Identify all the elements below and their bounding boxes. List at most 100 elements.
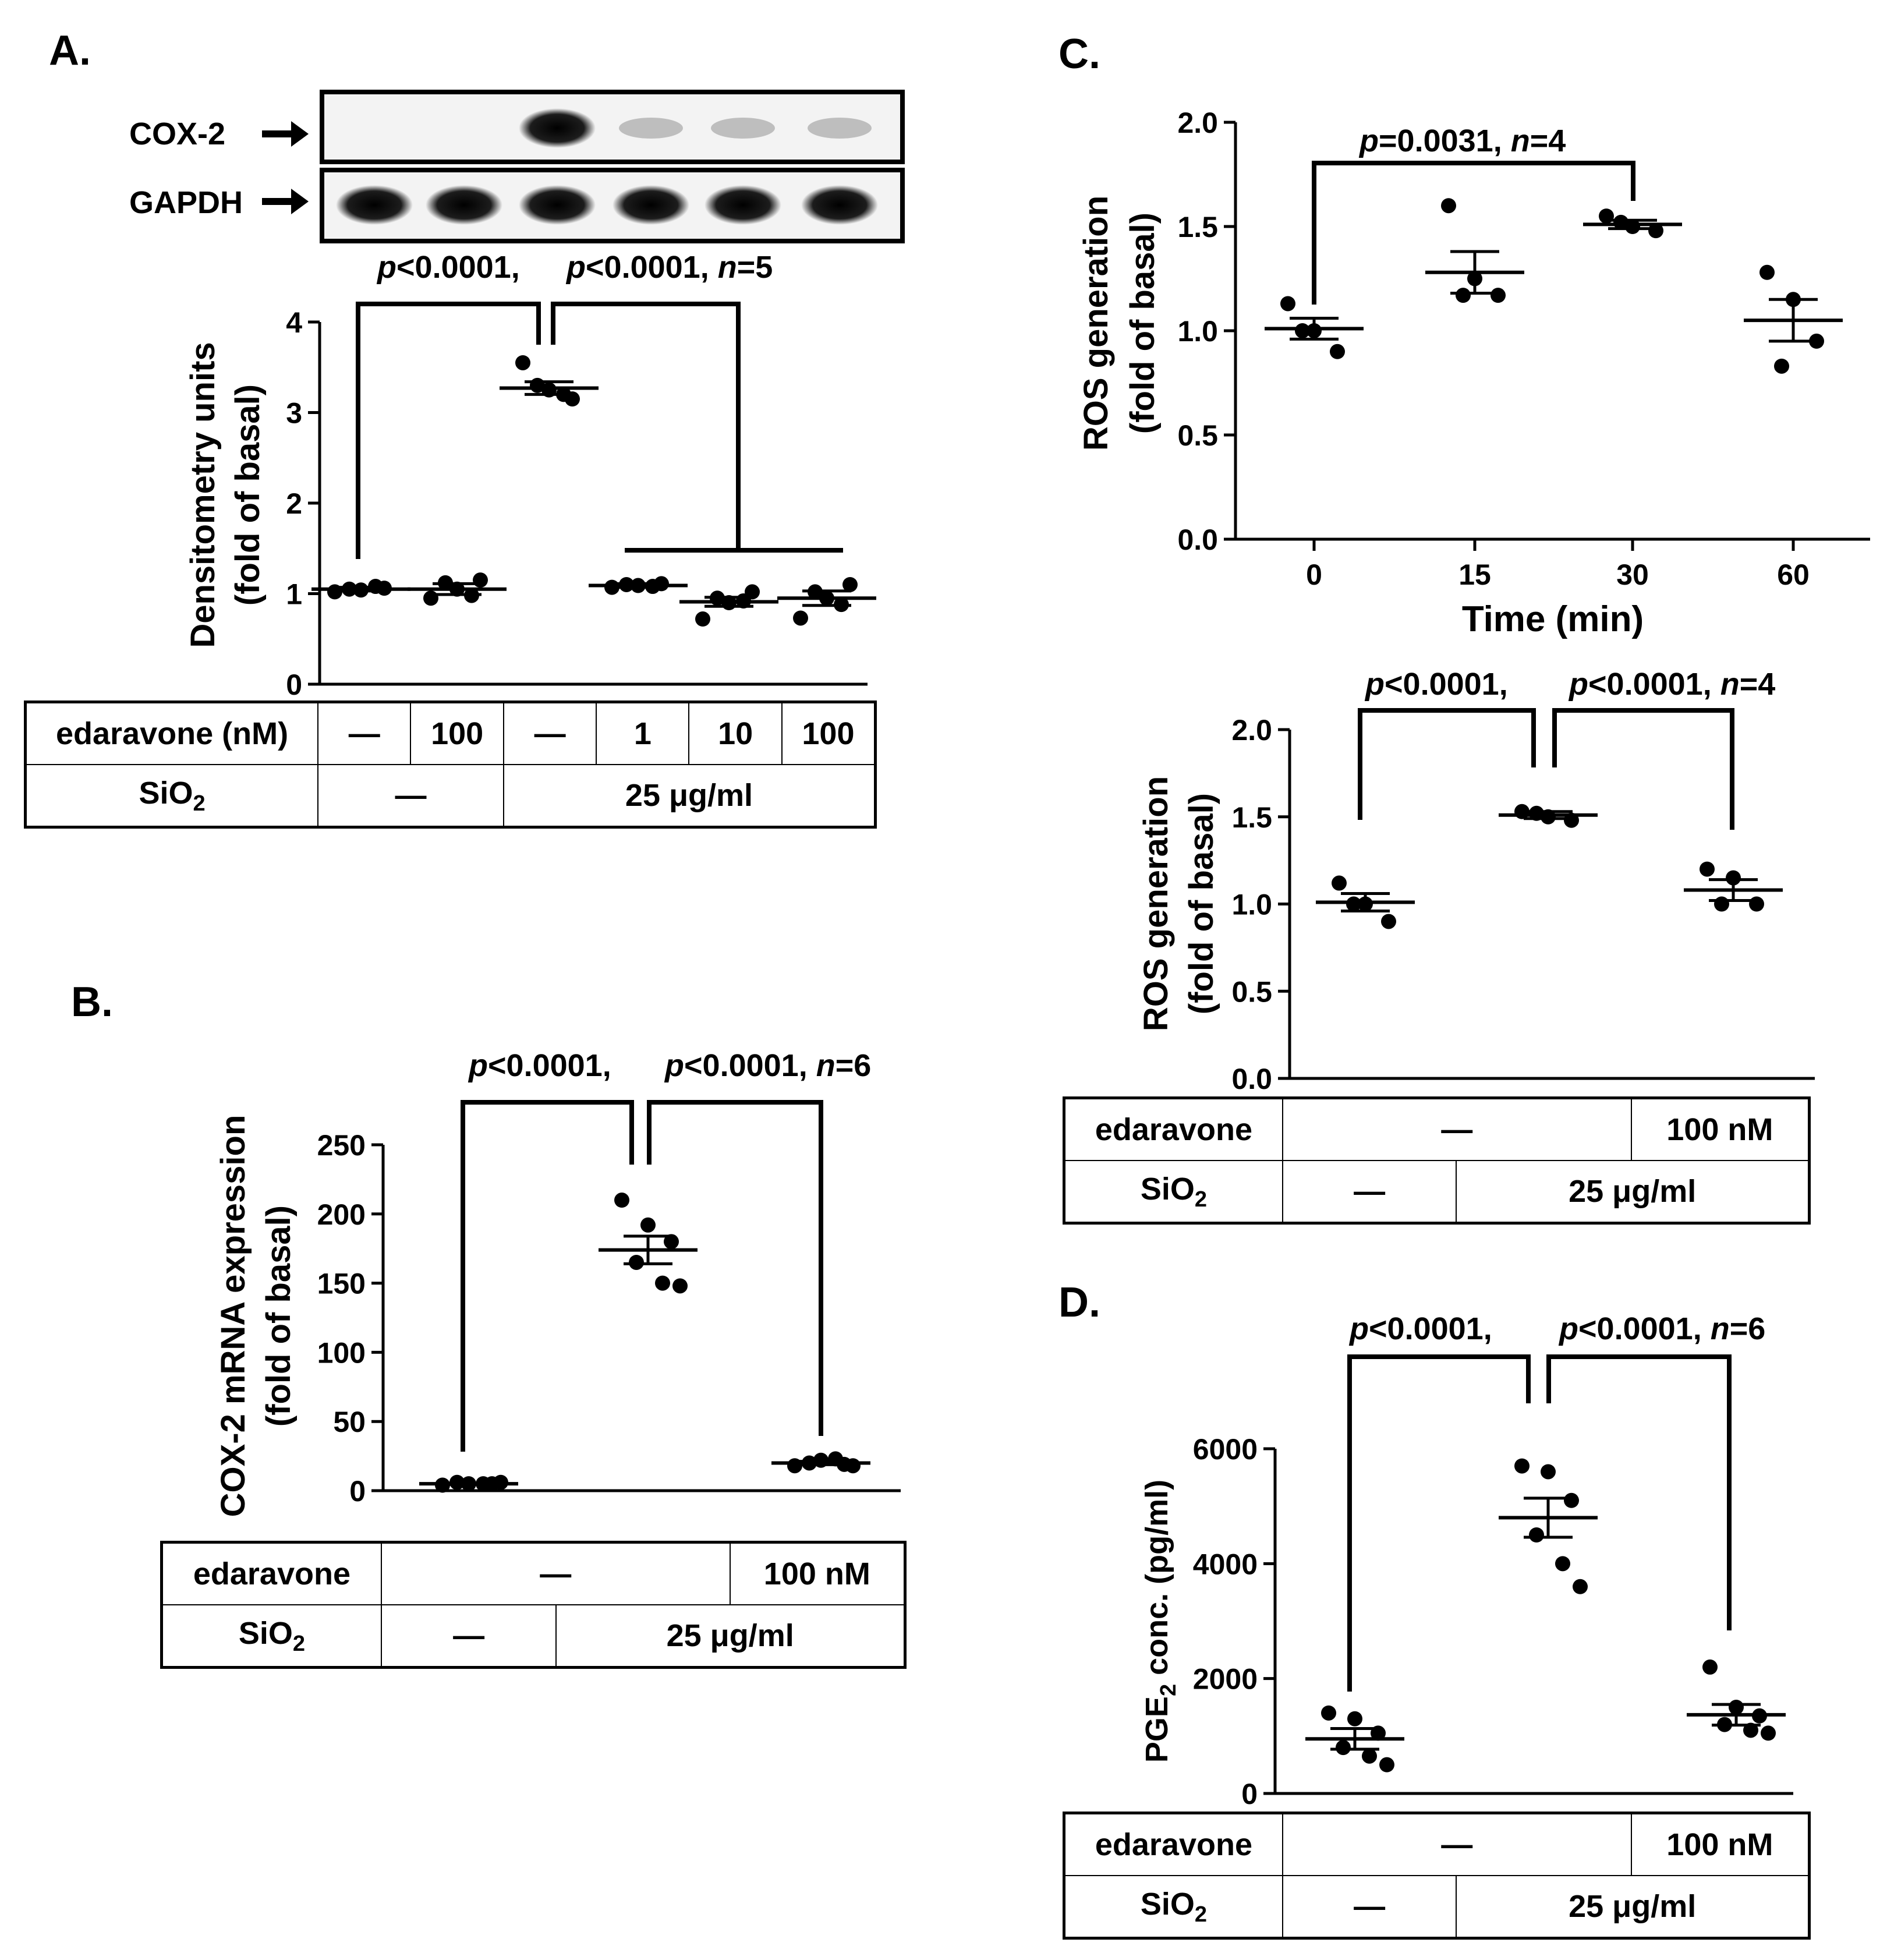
data-point <box>787 1458 802 1474</box>
x-tick-label: 15 <box>1458 558 1491 591</box>
data-point <box>1774 358 1789 374</box>
bracket-left <box>461 1100 634 1452</box>
table-c-row1-cell: 100 nM <box>1630 1097 1810 1161</box>
cox2-band <box>519 108 596 148</box>
bracket <box>1312 161 1635 305</box>
n-value: =6 <box>835 1048 872 1083</box>
data-point <box>614 1193 629 1208</box>
y-tick-label: 100 <box>317 1336 366 1369</box>
n-value: =6 <box>1730 1311 1766 1346</box>
y-tick-label: 0.5 <box>1231 975 1272 1008</box>
y-tick-label: 0.5 <box>1177 419 1218 452</box>
data-group <box>1684 861 1783 912</box>
data-group <box>1316 875 1415 929</box>
data-point <box>449 581 465 597</box>
y-tick-label: 150 <box>317 1268 366 1300</box>
y-axis-label: Densitometry units <box>184 342 222 648</box>
p-value: <0.0001, <box>1385 667 1508 702</box>
data-point <box>1786 292 1801 307</box>
data-point <box>1346 896 1361 912</box>
p-value-annotation: p<0.0001, n=5 <box>565 250 773 285</box>
y-axis-label-secondary: (fold of basal) <box>1183 793 1220 1014</box>
data-point <box>1347 1711 1362 1727</box>
data-point <box>845 1458 861 1474</box>
p-value-annotation: p<0.0001, <box>1348 1311 1492 1346</box>
table-a-row2-cell: — <box>317 764 504 828</box>
data-point <box>1564 812 1579 828</box>
table-a-row1-cell: — <box>317 701 412 765</box>
table-a-row1-cell: 1 <box>596 701 690 765</box>
p-symbol: p <box>1358 123 1379 158</box>
data-point <box>1330 344 1345 359</box>
table-d-row2-cell: 25 μg/ml <box>1456 1875 1810 1939</box>
cox2-band <box>808 118 872 139</box>
data-point <box>736 593 751 608</box>
x-tick-label: 0 <box>1306 558 1322 591</box>
p-value: <0.0001, <box>488 1048 611 1083</box>
p-value: <0.0001, <box>1578 1311 1711 1346</box>
panel-label-b: B. <box>71 979 113 1025</box>
data-point <box>813 1452 829 1468</box>
y-tick-label: 4000 <box>1193 1548 1258 1580</box>
table-b-row1-label: edaravone <box>161 1541 382 1605</box>
bracket-right <box>1546 1354 1732 1630</box>
p-value-annotation: p<0.0001, n=4 <box>1568 667 1775 702</box>
data-point <box>629 1254 644 1270</box>
y-tick-label: 1.0 <box>1231 889 1272 921</box>
data-group <box>1305 1705 1404 1773</box>
x-tick-label: 30 <box>1616 558 1649 591</box>
gapdh-band <box>704 185 781 225</box>
data-point <box>476 1476 491 1492</box>
data-point <box>1743 1722 1758 1738</box>
data-point <box>530 377 545 393</box>
table-d: edaravone — 100 nM SiO2 — 25 μg/ml <box>1063 1812 1811 1940</box>
data-point <box>721 595 737 611</box>
data-point <box>664 1234 679 1250</box>
data-point <box>710 590 725 606</box>
data-point <box>1726 870 1741 886</box>
table-a-row1-cell: — <box>502 701 597 765</box>
panel-label-c: C. <box>1058 31 1100 77</box>
y-tick-label: 250 <box>317 1129 366 1162</box>
cox2-band <box>711 118 775 139</box>
data-point <box>1599 208 1614 224</box>
x-axis-label: Time (min) <box>1462 599 1644 639</box>
data-point <box>1564 1492 1579 1508</box>
data-group <box>589 576 688 595</box>
data-point <box>640 1217 656 1233</box>
table-d-row1-cell: — <box>1281 1812 1632 1876</box>
p-symbol: p <box>468 1048 488 1083</box>
data-point <box>1491 288 1506 303</box>
data-point <box>1280 296 1295 312</box>
data-group <box>1265 296 1364 359</box>
table-a: edaravone (nM) — 100 — 1 10 100 SiO2 — 2… <box>24 700 877 829</box>
data-point <box>1613 214 1628 230</box>
gapdh-band <box>336 185 413 225</box>
table-b-row2-cell: — <box>380 1604 557 1668</box>
data-point <box>1714 896 1729 912</box>
data-point <box>1441 198 1456 214</box>
y-tick-label: 0.0 <box>1177 523 1218 556</box>
p-value-annotation: p<0.0001, n=6 <box>1558 1311 1765 1346</box>
data-point <box>1529 1527 1544 1542</box>
y-tick-label: 6000 <box>1193 1433 1258 1466</box>
data-point <box>1332 875 1347 891</box>
p-value: =0.0031, <box>1379 123 1511 158</box>
data-point <box>1514 1458 1530 1474</box>
bracket-left <box>356 302 541 559</box>
y-tick-label: 2 <box>286 487 302 520</box>
table-a-row1-cell: 100 <box>781 701 876 765</box>
p-value-annotation: p<0.0001, <box>376 250 520 285</box>
x-tick-label: 60 <box>1777 558 1810 591</box>
y-tick-label: 2.0 <box>1231 714 1272 747</box>
data-point <box>1295 323 1310 338</box>
gapdh-band <box>613 185 689 225</box>
bracket-right <box>647 1100 823 1436</box>
data-point <box>1749 896 1764 912</box>
table-d-row1-cell: 100 nM <box>1630 1812 1810 1876</box>
data-point <box>604 579 619 595</box>
